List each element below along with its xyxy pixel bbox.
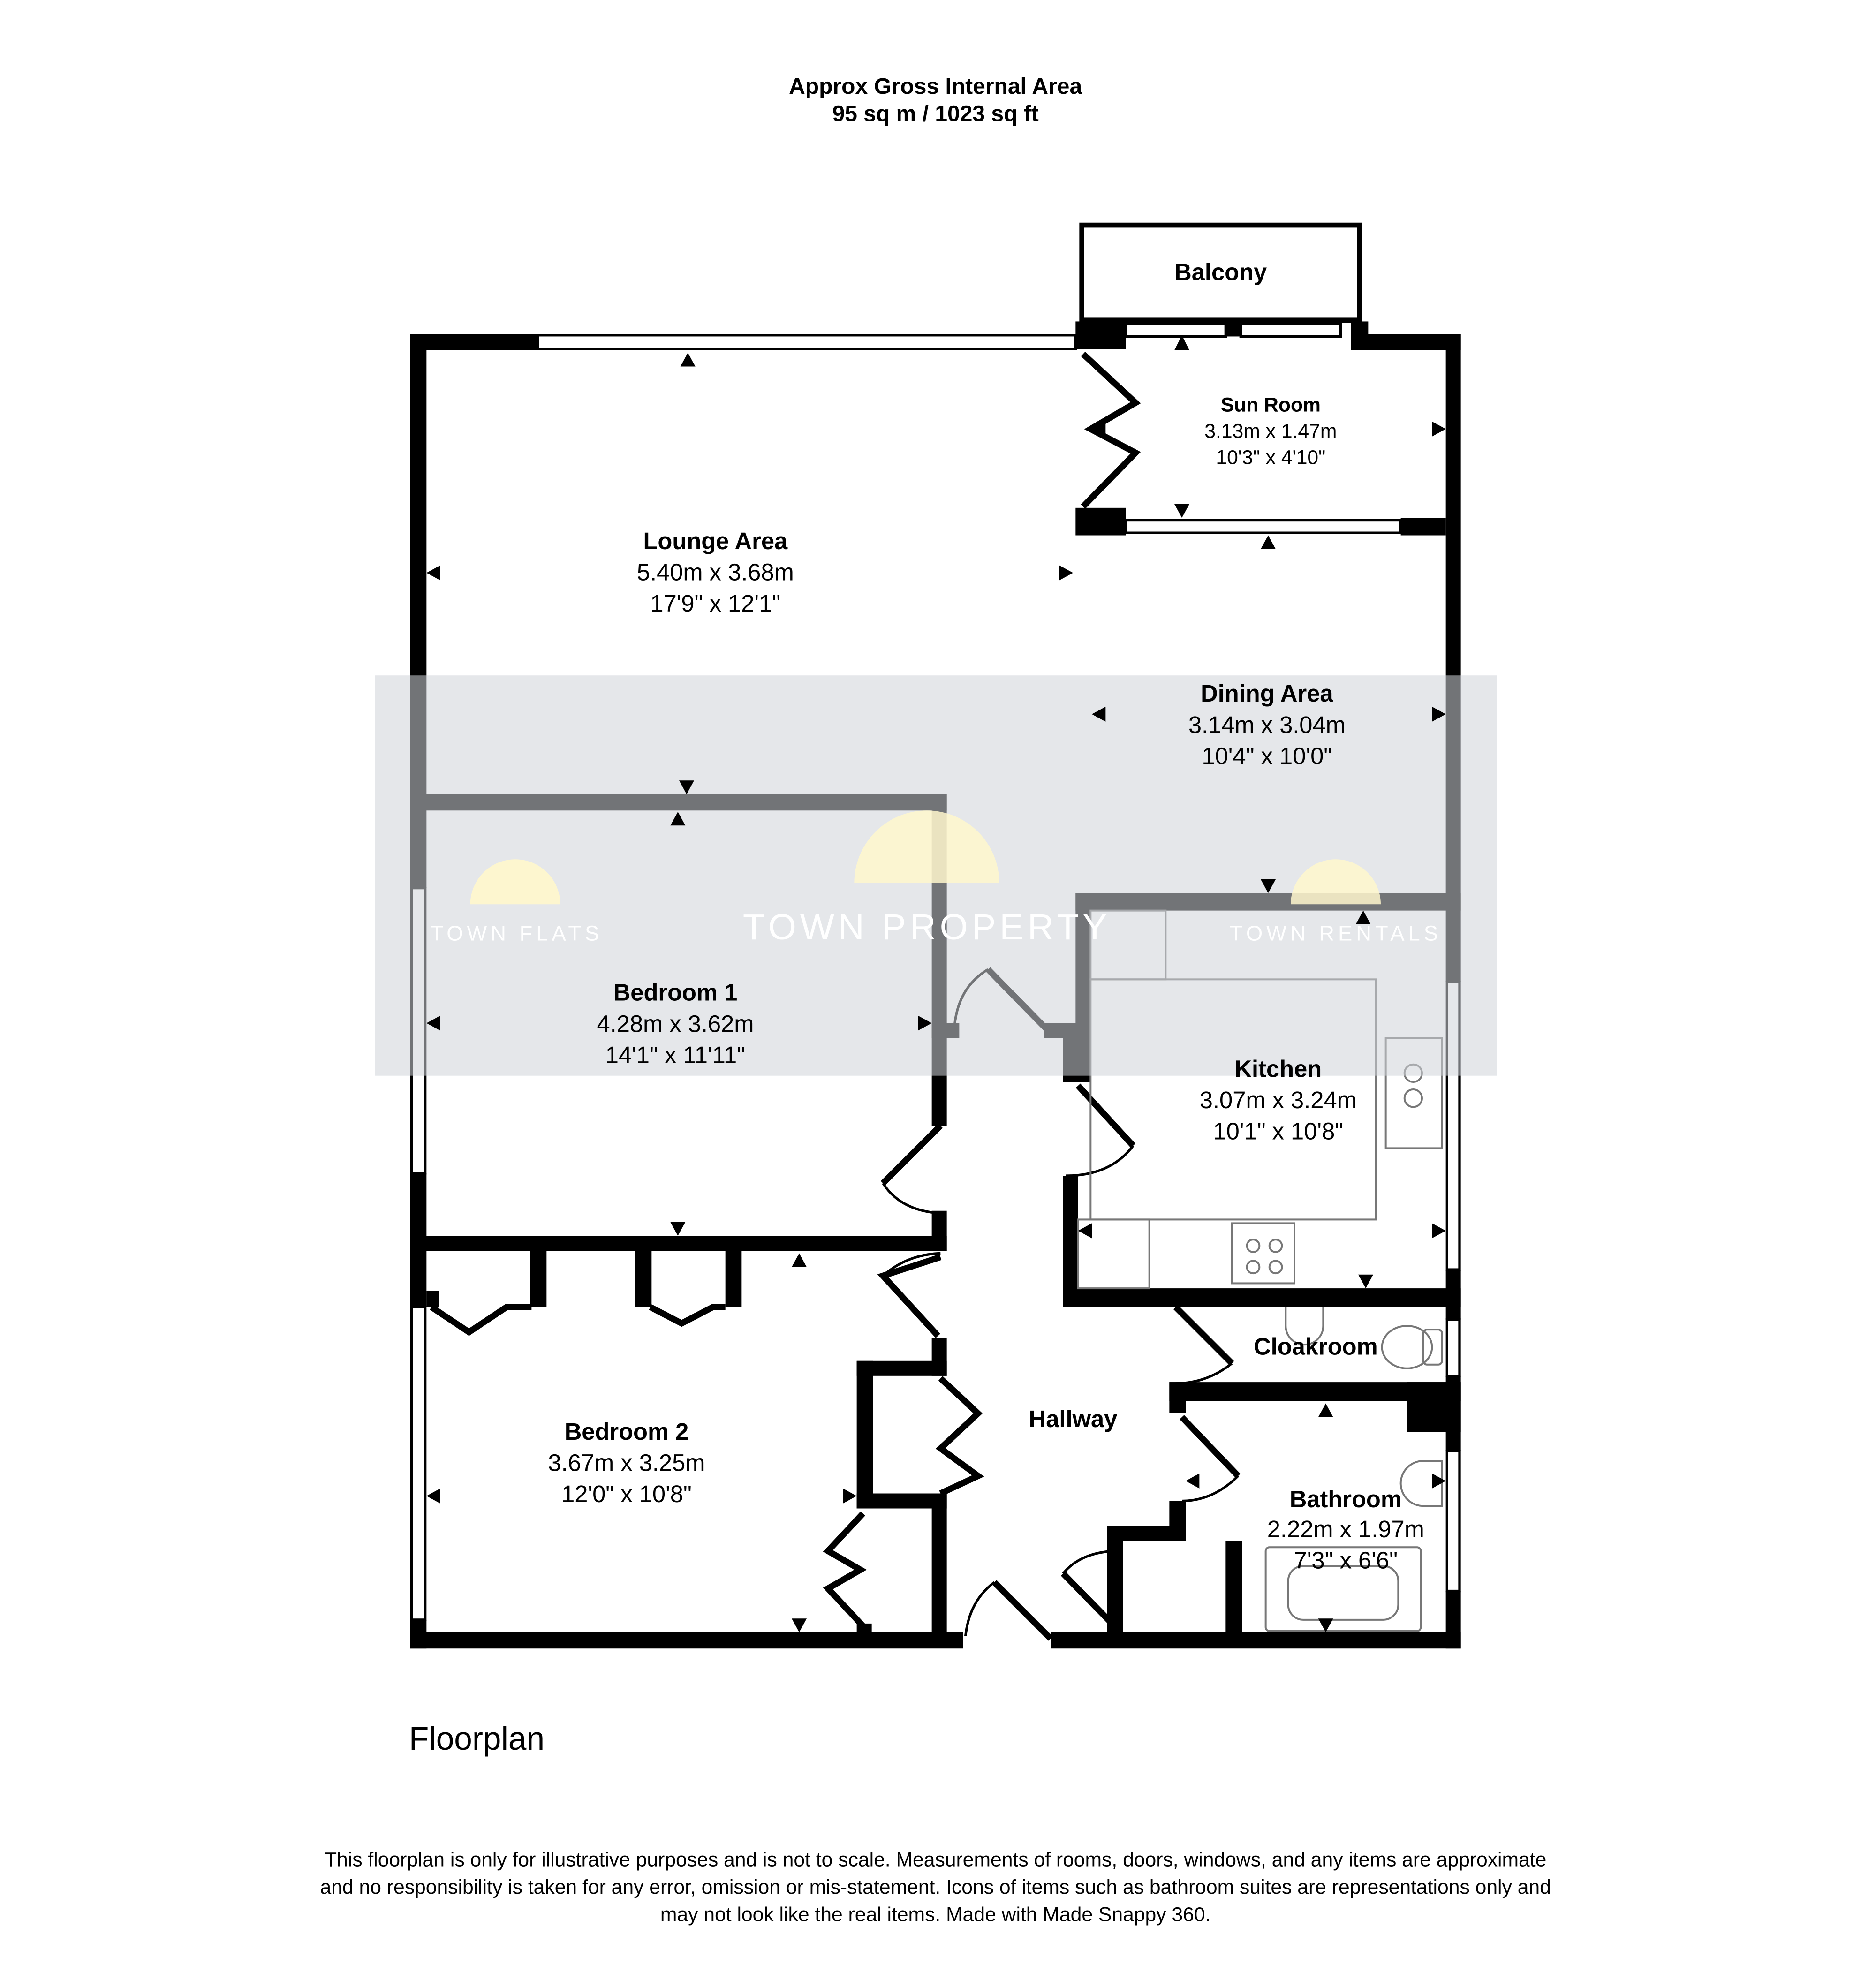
disclaimer-line3: may not look like the real items. Made w…: [660, 1904, 1211, 1926]
hallway-label: Hallway: [1029, 1406, 1118, 1432]
bathroom-label: Bathroom: [1290, 1486, 1402, 1512]
disclaimer-line2: and no responsibility is taken for any e…: [320, 1876, 1551, 1898]
bedroom1-metric: 4.28m x 3.62m: [597, 1010, 754, 1037]
window: [410, 1306, 427, 1621]
dining-metric: 3.14m x 3.04m: [1188, 711, 1346, 738]
window: [1445, 1318, 1461, 1377]
watermark: TOWN FLATS TOWN PROPERTY TOWN RENTALS: [375, 675, 1497, 1076]
kitchen-imperial: 10'1" x 10'8": [1213, 1118, 1343, 1145]
kitchen-label: Kitchen: [1234, 1055, 1322, 1082]
sun-room-metric: 3.13m x 1.47m: [1204, 420, 1337, 442]
sliding-door: [1124, 323, 1227, 338]
area-value: 95 sq m / 1023 sq ft: [832, 102, 1039, 127]
area-title: Approx Gross Internal Area: [789, 74, 1082, 99]
cloakroom-label: Cloakroom: [1254, 1333, 1378, 1360]
bathroom-metric: 2.22m x 1.97m: [1267, 1516, 1424, 1542]
dining-imperial: 10'4" x 10'0": [1202, 743, 1332, 770]
logo-sun-icon: [470, 859, 560, 905]
lounge-label: Lounge Area: [643, 528, 788, 554]
dining-label: Dining Area: [1201, 680, 1333, 707]
watermark-right: TOWN RENTALS: [1230, 922, 1442, 945]
lounge-metric: 5.40m x 3.68m: [637, 559, 794, 586]
floor-label: Floorplan: [409, 1720, 545, 1757]
disclaimer-line1: This floorplan is only for illustrative …: [325, 1848, 1546, 1871]
window: [1445, 1450, 1461, 1593]
sun-room-label: Sun Room: [1221, 393, 1321, 416]
bathroom-imperial: 7'3" x 6'6": [1294, 1547, 1398, 1574]
kitchen-metric: 3.07m x 3.24m: [1200, 1087, 1357, 1113]
logo-sun-icon: [854, 810, 999, 883]
window: [1124, 519, 1402, 534]
basin-icon: [1399, 1460, 1443, 1507]
logo-sun-icon: [1291, 859, 1381, 905]
bedroom1-imperial: 14'1" x 11'11": [605, 1042, 745, 1068]
dimension-arrows: [426, 335, 1446, 1632]
watermark-left: TOWN FLATS: [430, 922, 603, 945]
watermark-center: TOWN PROPERTY: [743, 907, 1111, 947]
toilet-icon: [1381, 1325, 1433, 1369]
sliding-door: [1239, 323, 1342, 338]
bedroom1-label: Bedroom 1: [613, 979, 738, 1006]
window: [537, 334, 1077, 350]
hob-icon: [1231, 1222, 1295, 1285]
basin-icon: [1285, 1307, 1324, 1346]
bedroom2-label: Bedroom 2: [565, 1418, 689, 1445]
balcony-outline: [1079, 222, 1362, 323]
balcony-label: Balcony: [1174, 258, 1267, 285]
sun-room-imperial: 10'3" x 4'10": [1216, 446, 1325, 469]
bedroom2-imperial: 12'0" x 10'8": [561, 1481, 692, 1507]
bath-icon: [1264, 1546, 1422, 1632]
lounge-imperial: 17'9" x 12'1": [650, 590, 780, 617]
bedroom2-metric: 3.67m x 3.25m: [548, 1449, 705, 1476]
